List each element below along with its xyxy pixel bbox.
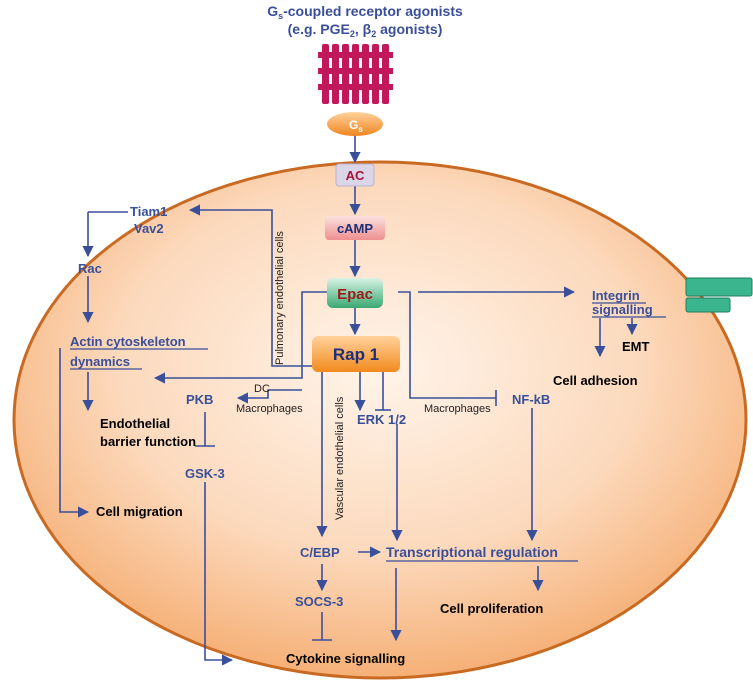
page-title-line2: (e.g. PGE2, β2 agonists) [288, 21, 443, 39]
vav2-label: Vav2 [134, 221, 164, 236]
receptor-icon [318, 44, 393, 104]
integrin-label-1: Integrin [592, 288, 640, 303]
cell-migration-label: Cell migration [96, 504, 183, 519]
cebp-label: C/EBP [300, 545, 340, 560]
rap1-label: Rap 1 [333, 345, 379, 364]
actin-label-1: Actin cytoskeleton [70, 334, 186, 349]
integrin-label-2: signalling [592, 302, 653, 317]
tiam1-label: Tiam1 [130, 204, 167, 219]
epac-node [327, 278, 383, 308]
ac-label: AC [346, 168, 365, 183]
macrophages-right-label: Macrophages [424, 403, 491, 415]
cytokine-label: Cytokine signalling [286, 651, 405, 666]
pkb-label: PKB [186, 392, 213, 407]
camp-node [325, 216, 385, 240]
transcriptional-label: Transcriptional regulation [386, 544, 558, 560]
connectors [59, 136, 638, 666]
vascular-label: Vascular endothelial cells [334, 396, 346, 520]
ac-node [335, 163, 375, 187]
rap1-node [312, 336, 400, 372]
rac-label: Rac [78, 261, 102, 276]
endothelial-label-2: barrier function [100, 434, 196, 449]
integrin-block-bottom [685, 297, 731, 313]
emt-label: EMT [622, 339, 650, 354]
gsk3-label: GSK-3 [185, 466, 225, 481]
epac-label: Epac [337, 286, 373, 303]
gs-label: Gs [349, 118, 363, 134]
cell-proliferation-label: Cell proliferation [440, 601, 543, 616]
dc-label: DC [254, 383, 270, 395]
integrin-block-top [685, 277, 753, 297]
macrophages-left-label: Macrophages [236, 403, 303, 415]
page-title-line1: Gs-coupled receptor agonists [267, 3, 463, 21]
pulmonary-label: Pulmonary endothelial cells [274, 231, 286, 365]
cell-membrane [12, 160, 748, 680]
endothelial-label-1: Endothelial [100, 416, 170, 431]
gs-node [327, 112, 383, 136]
socs3-label: SOCS-3 [295, 594, 343, 609]
nfkb-label: NF-kB [512, 392, 550, 407]
cell-adhesion-label: Cell adhesion [553, 373, 638, 388]
camp-label: cAMP [337, 221, 373, 236]
actin-label-2: dynamics [70, 354, 130, 369]
erk-label: ERK 1/2 [357, 412, 406, 427]
